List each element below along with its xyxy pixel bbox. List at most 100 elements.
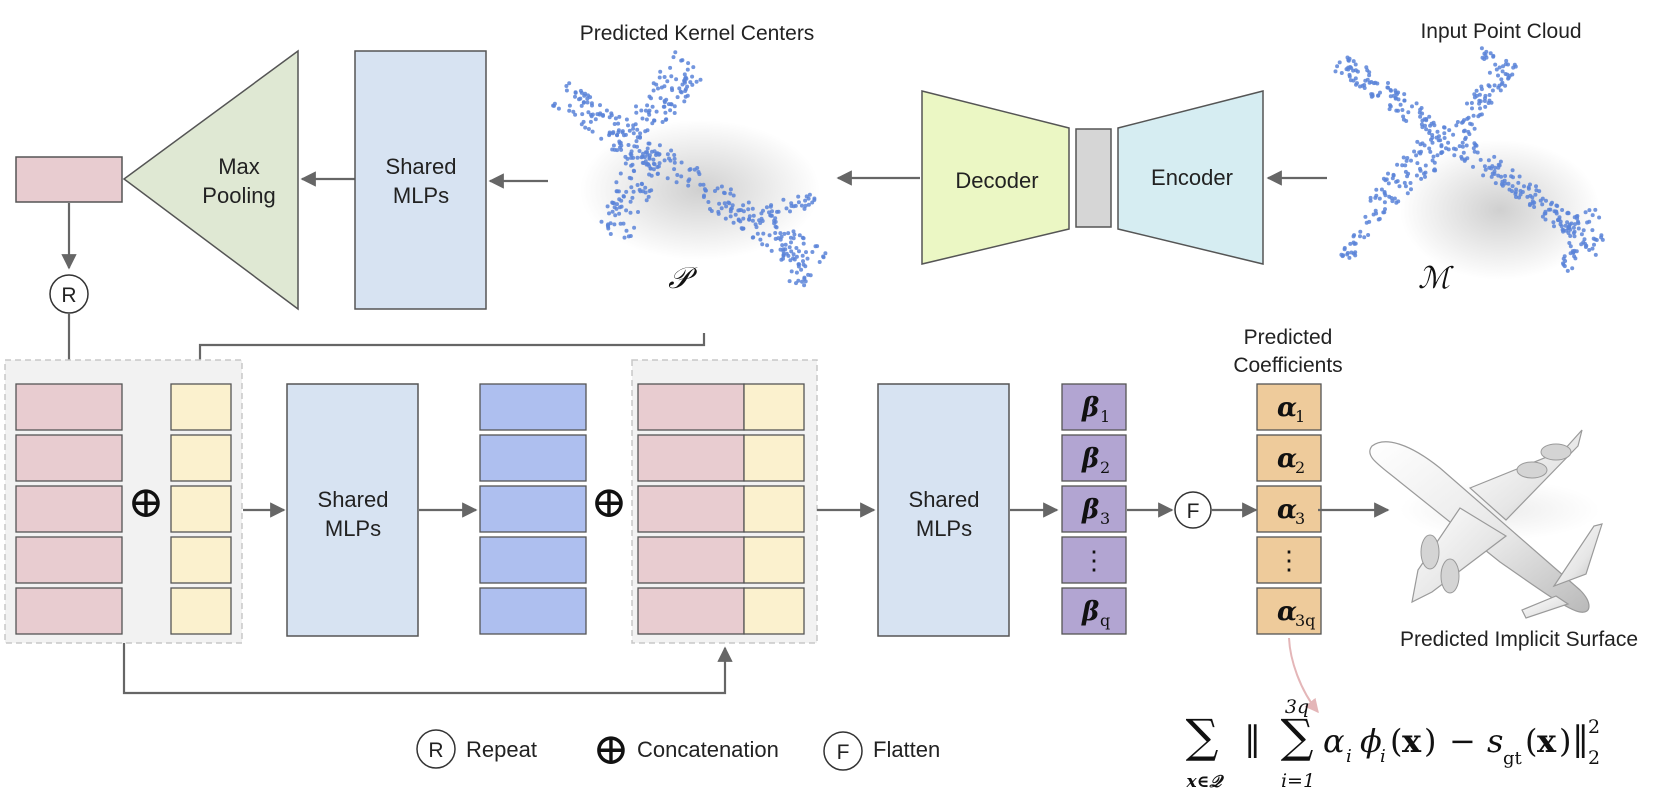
cloud-point [787,245,792,250]
formula-s: s [1487,722,1503,760]
cloud-point [674,77,679,82]
cloud-point [1459,154,1464,159]
cloud-point [658,96,663,101]
cloud-point [1402,92,1407,97]
cloud-point [1494,67,1499,72]
cloud-point [1358,234,1362,239]
cloud-point [1560,208,1565,212]
cloud-point [1363,214,1368,219]
beta-label: β [1081,495,1099,525]
cloud-point [635,155,640,160]
repeat-op-symbol: R [61,284,76,307]
cloud-point [1349,66,1354,70]
repeated-feature-cell [15,434,123,482]
cloud-point [1503,174,1508,178]
cloud-point [750,206,755,211]
cloud-point [781,252,786,257]
max-label: Max [218,154,260,179]
cloud-point [637,149,642,153]
cloud-point [1491,53,1496,58]
cloud-point [617,141,622,146]
alpha-label: ⋮ [1276,546,1302,576]
cloud-point [615,148,620,153]
alpha-subscript: 1 [1295,407,1305,426]
cloud-point [1414,101,1419,106]
beta-cell [1061,536,1127,584]
cloud-point [588,95,593,100]
cloud-point [672,156,677,161]
cloud-point [618,221,623,226]
cloud-point [1573,256,1578,261]
cloud-point [788,209,792,214]
alpha-cell [1256,383,1322,431]
cloud-point [1369,92,1374,97]
cloud-point [564,84,569,88]
cloud-point [616,130,621,135]
formula-minus: − [1449,722,1476,760]
cloud-point [608,221,613,226]
cloud-point [683,89,688,93]
legend-flatten-label: Flatten [873,737,940,762]
cloud-point [797,233,802,238]
cloud-point [621,194,626,199]
cloud-point [1500,69,1505,74]
beta-subscript: 3 [1100,509,1110,528]
cloud-point [645,128,650,133]
cloud-point [613,116,618,121]
cloud-point [672,167,677,172]
cloud-point [784,251,789,256]
cloud-point [1418,151,1423,156]
cloud-point [1462,128,1467,133]
cloud-point [1379,187,1384,192]
cloud-point [662,75,667,79]
cloud-point [601,113,605,117]
cloud-point [631,189,636,194]
kernel-center-cell [170,434,232,482]
cloud-point [1483,167,1488,172]
cloud-point [698,182,703,187]
cloud-point [730,203,735,208]
cloud-point [1460,120,1464,125]
cloud-point [1487,70,1492,75]
cloud-point [677,86,682,91]
cloud-point [1571,231,1576,235]
cloud-point [686,61,691,66]
cloud-point [654,109,659,114]
cloud-point [686,183,691,188]
cloud-point [1517,174,1522,179]
cloud-point [1447,128,1452,133]
cloud-point [1473,143,1478,148]
cloud-point [1465,101,1469,106]
cloud-point [1565,220,1570,225]
cloud-point [1558,219,1563,224]
cloud-point [1430,133,1435,137]
shared-label-bottom: Shared [909,487,980,512]
cloud-point [1365,77,1370,82]
cloud-point [662,84,667,89]
cloud-point [1498,159,1503,164]
cloud-point [1346,67,1351,72]
legend-concatenation: ⊕ Concatenation [593,724,779,775]
cloud-point [1395,162,1400,167]
cloud-point [1405,174,1410,179]
cloud-point [812,198,817,202]
legend-concatenation-label: Concatenation [637,737,779,762]
cloud-point [1487,93,1492,97]
cloud-point [821,254,826,259]
cloud-point [1461,150,1466,155]
cloud-point [1393,88,1398,93]
cloud-point [627,175,632,180]
cloud-point [1482,164,1487,169]
cloud-point [773,216,778,221]
cloud-point [1367,70,1372,75]
latent-code [1075,128,1112,228]
cloud-point [647,108,652,113]
cloud-point [687,177,692,182]
alpha-subscript: 3 [1295,509,1305,528]
legend-concat-symbol: ⊕ [593,724,630,775]
cloud-point [586,110,591,115]
arrow-skip-connection [122,643,733,695]
cloud-point [1339,71,1344,75]
cloud-point [1403,169,1408,174]
cloud-point [1401,155,1406,160]
